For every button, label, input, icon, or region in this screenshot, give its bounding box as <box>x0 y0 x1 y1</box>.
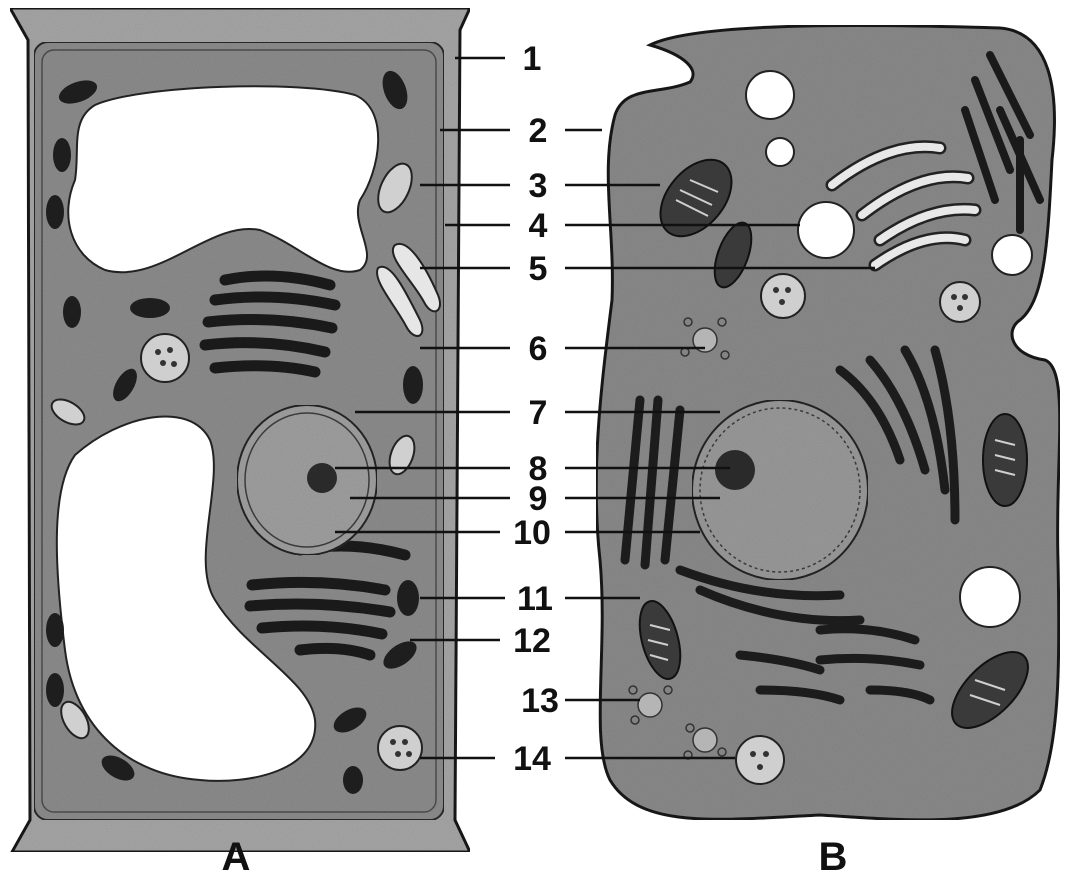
label-5: 5 <box>529 250 548 288</box>
nucleolus-a <box>307 463 337 493</box>
label-3: 3 <box>529 167 548 205</box>
caption-cell-a: A <box>222 835 251 878</box>
label-13: 13 <box>521 682 559 720</box>
label-10: 10 <box>513 514 551 552</box>
plant-cell-a <box>10 8 470 852</box>
nucleus-b <box>692 400 868 580</box>
label-4: 4 <box>529 207 548 245</box>
label-11: 11 <box>517 580 553 618</box>
label-6: 6 <box>529 330 548 368</box>
label-12: 12 <box>513 622 551 660</box>
animal-cell-b <box>596 25 1060 819</box>
label-2: 2 <box>529 112 548 150</box>
caption-cell-b: B <box>819 835 848 878</box>
nucleolus-b <box>715 450 755 490</box>
label-numbers: 1 2 3 4 5 6 7 8 9 10 11 12 13 14 <box>513 40 559 778</box>
label-9: 9 <box>529 480 548 518</box>
label-7: 7 <box>529 394 548 432</box>
label-1: 1 <box>523 40 542 78</box>
label-14: 14 <box>513 740 551 778</box>
